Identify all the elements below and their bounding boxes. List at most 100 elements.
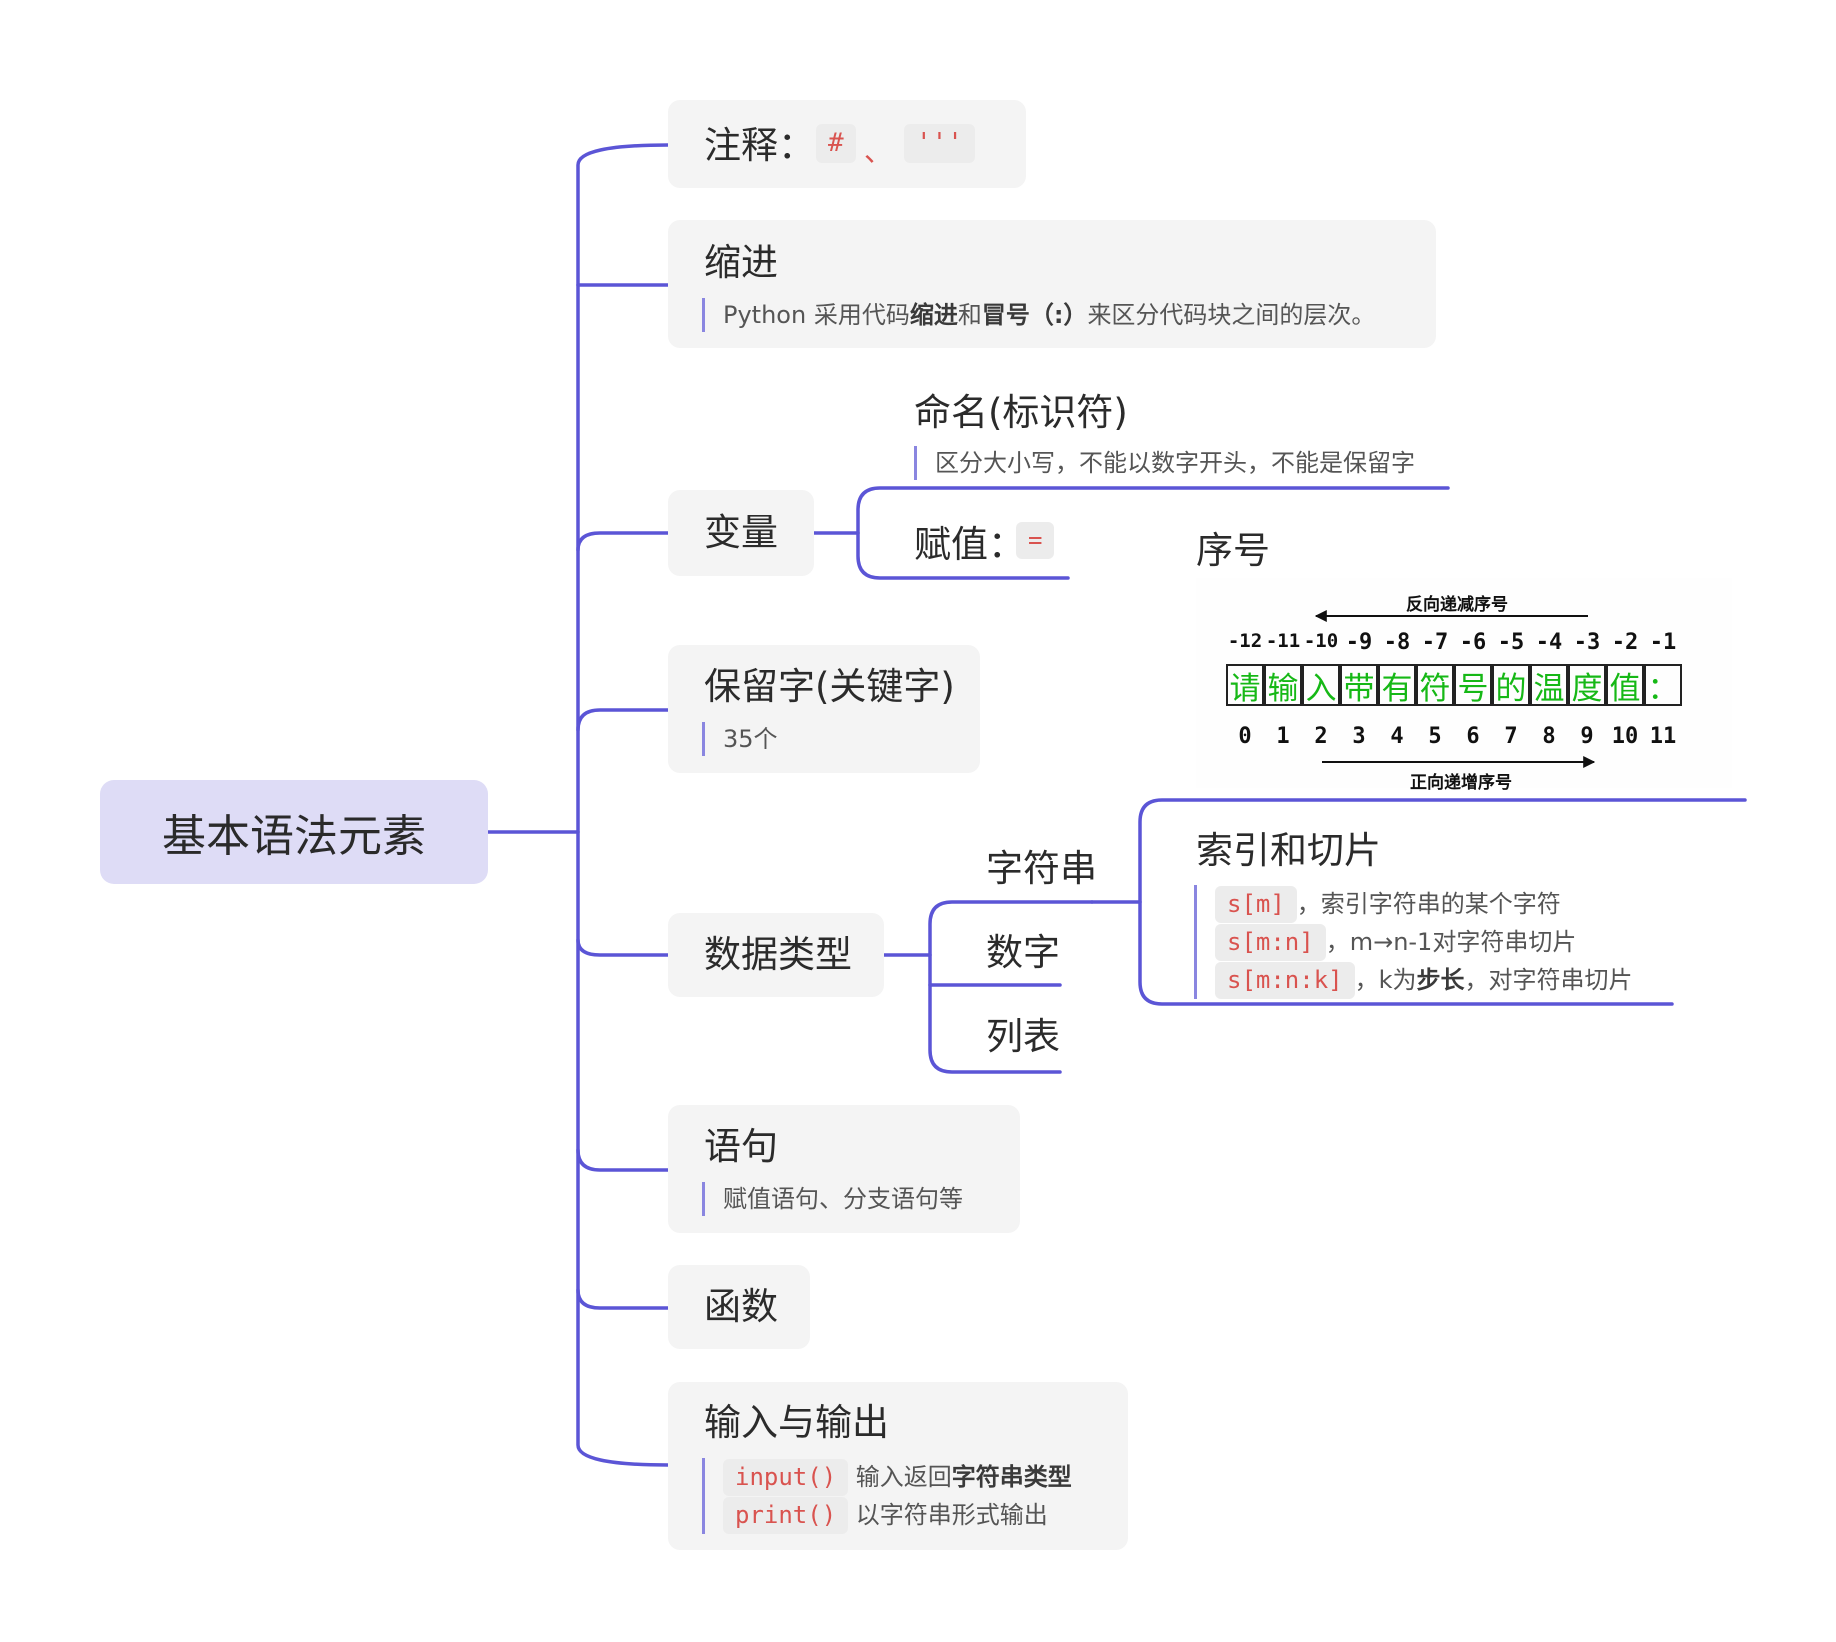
negative-index: -1 [1649, 630, 1677, 655]
index-code-1: s[m] [1215, 886, 1297, 923]
indent-note-bold-1: 缩进 [909, 301, 958, 329]
root-label: 基本语法元素 [162, 811, 426, 862]
sequence-title[interactable]: 序号 [1196, 529, 1270, 572]
figure-bottom-label: 正向递增序号 [1410, 773, 1512, 793]
indent-note-text-1: Python 采用代码 [723, 301, 910, 329]
comment-title: 注释： [704, 124, 815, 167]
positive-index: 9 [1580, 724, 1594, 749]
negative-index: -12 [1227, 630, 1263, 652]
datatype-list[interactable]: 列表 [986, 1015, 1060, 1058]
character-cell: 入 [1302, 664, 1340, 707]
character-cell: 度 [1568, 664, 1606, 707]
character-cell: 输 [1264, 664, 1302, 707]
statement-note: 赋值语句、分支语句等 [702, 1182, 963, 1216]
reserved-note-text: 35个 [723, 725, 778, 753]
positive-index: 10 [1611, 724, 1639, 749]
index-text-3a: ，k为 [1354, 966, 1417, 994]
figure-top-label: 反向递减序号 [1406, 595, 1508, 615]
datatype-node[interactable] [668, 913, 884, 997]
datatype-string[interactable]: 字符串 [986, 847, 1097, 890]
index-text-1: ，索引字符串的某个字符 [1296, 890, 1561, 918]
index-line-3: s[m:n:k]，k为步长，对字符串切片 [1215, 961, 1633, 999]
statement-title: 语句 [704, 1125, 778, 1168]
index-line-2: s[m:n]，m→n-1对字符串切片 [1215, 923, 1633, 961]
character-cell: 号 [1454, 664, 1492, 707]
datatype-title: 数据类型 [704, 933, 852, 976]
comment-code-hash: # [816, 124, 856, 164]
io-code-print: print() [723, 1497, 849, 1534]
index-text-3c: ，对字符串切片 [1464, 966, 1633, 994]
index-line-1: s[m]，索引字符串的某个字符 [1215, 885, 1633, 923]
comment-code-triple-quote: ''' [904, 124, 975, 164]
indent-note: Python 采用代码缩进和冒号（:）来区分代码块之间的层次。 [702, 298, 1375, 332]
index-text-3b: 步长 [1416, 966, 1465, 994]
indent-note-text-3: 来区分代码块之间的层次。 [1087, 301, 1376, 329]
io-line-2: print() 以字符串形式输出 [723, 1496, 1072, 1534]
reserved-title: 保留字(关键字) [704, 665, 955, 708]
index-slice-title[interactable]: 索引和切片 [1196, 829, 1381, 872]
positive-index: 0 [1238, 724, 1252, 749]
positive-index: 4 [1390, 724, 1404, 749]
index-slice-note: s[m]，索引字符串的某个字符 s[m:n]，m→n-1对字符串切片 s[m:n… [1194, 885, 1633, 999]
naming-note-text: 区分大小写，不能以数字开头，不能是保留字 [935, 449, 1415, 477]
positive-index: 5 [1428, 724, 1442, 749]
variable-node[interactable] [668, 490, 814, 576]
function-node[interactable] [668, 1265, 810, 1349]
indent-note-bold-2: 冒号（:） [981, 301, 1088, 329]
character-cell: 请 [1226, 664, 1264, 707]
string-index-figure: 反向递减序号 -12-11-10 -9 -8 -7 -6 -5 -4 -3 -2 -1 请输入带有… [1196, 578, 1732, 793]
indent-note-text-2: 和 [957, 301, 982, 329]
naming-note: 区分大小写，不能以数字开头，不能是保留字 [914, 446, 1415, 480]
negative-index: -9 [1345, 630, 1373, 655]
negative-index: -11 [1265, 630, 1301, 652]
comment-separator: 、 [864, 135, 893, 168]
character-cell: 符 [1416, 664, 1454, 707]
negative-index: -4 [1535, 630, 1563, 655]
statement-node[interactable] [668, 1105, 1020, 1233]
positive-index: 1 [1276, 724, 1290, 749]
character-cell: ： [1644, 664, 1682, 707]
statement-note-text: 赋值语句、分支语句等 [723, 1185, 963, 1213]
character-cell: 温 [1530, 664, 1568, 707]
io-line-1: input() 输入返回字符串类型 [723, 1458, 1072, 1496]
io-title: 输入与输出 [704, 1401, 889, 1444]
positive-index: 2 [1314, 724, 1328, 749]
variable-title: 变量 [704, 511, 778, 554]
assign-code: = [1016, 522, 1055, 559]
root-node[interactable]: 基本语法元素 [100, 780, 488, 884]
negative-index: -3 [1573, 630, 1601, 655]
indent-node[interactable] [668, 220, 1436, 348]
io-text-1b: 字符串类型 [951, 1463, 1072, 1491]
positive-index: 3 [1352, 724, 1366, 749]
assign-title[interactable]: 赋值： [914, 523, 1025, 566]
indent-title: 缩进 [704, 241, 778, 284]
io-text-1a: 输入返回 [855, 1463, 952, 1491]
character-cell: 有 [1378, 664, 1416, 707]
function-title: 函数 [704, 1285, 778, 1328]
negative-index: -5 [1497, 630, 1525, 655]
positive-index: 7 [1504, 724, 1518, 749]
character-cell: 的 [1492, 664, 1530, 707]
index-code-3: s[m:n:k] [1215, 962, 1355, 999]
negative-index: -7 [1421, 630, 1449, 655]
io-note: input() 输入返回字符串类型 print() 以字符串形式输出 [702, 1458, 1072, 1534]
negative-index: -10 [1303, 630, 1339, 652]
character-cell: 带 [1340, 664, 1378, 707]
positive-index: 6 [1466, 724, 1480, 749]
datatype-number[interactable]: 数字 [986, 931, 1060, 974]
positive-index: 8 [1542, 724, 1556, 749]
io-code-input: input() [723, 1459, 849, 1496]
character-cell: 值 [1606, 664, 1644, 707]
reserved-note: 35个 [702, 722, 778, 756]
index-text-2: ，m→n-1对字符串切片 [1325, 928, 1577, 956]
figure-arrows [1314, 610, 1596, 768]
negative-index: -2 [1611, 630, 1639, 655]
io-text-2: 以字符串形式输出 [855, 1501, 1048, 1529]
index-code-2: s[m:n] [1215, 924, 1326, 961]
naming-title[interactable]: 命名(标识符) [914, 391, 1128, 434]
positive-index: 11 [1649, 724, 1677, 749]
reserved-node[interactable] [668, 645, 980, 773]
negative-index: -8 [1383, 630, 1411, 655]
negative-index: -6 [1459, 630, 1487, 655]
